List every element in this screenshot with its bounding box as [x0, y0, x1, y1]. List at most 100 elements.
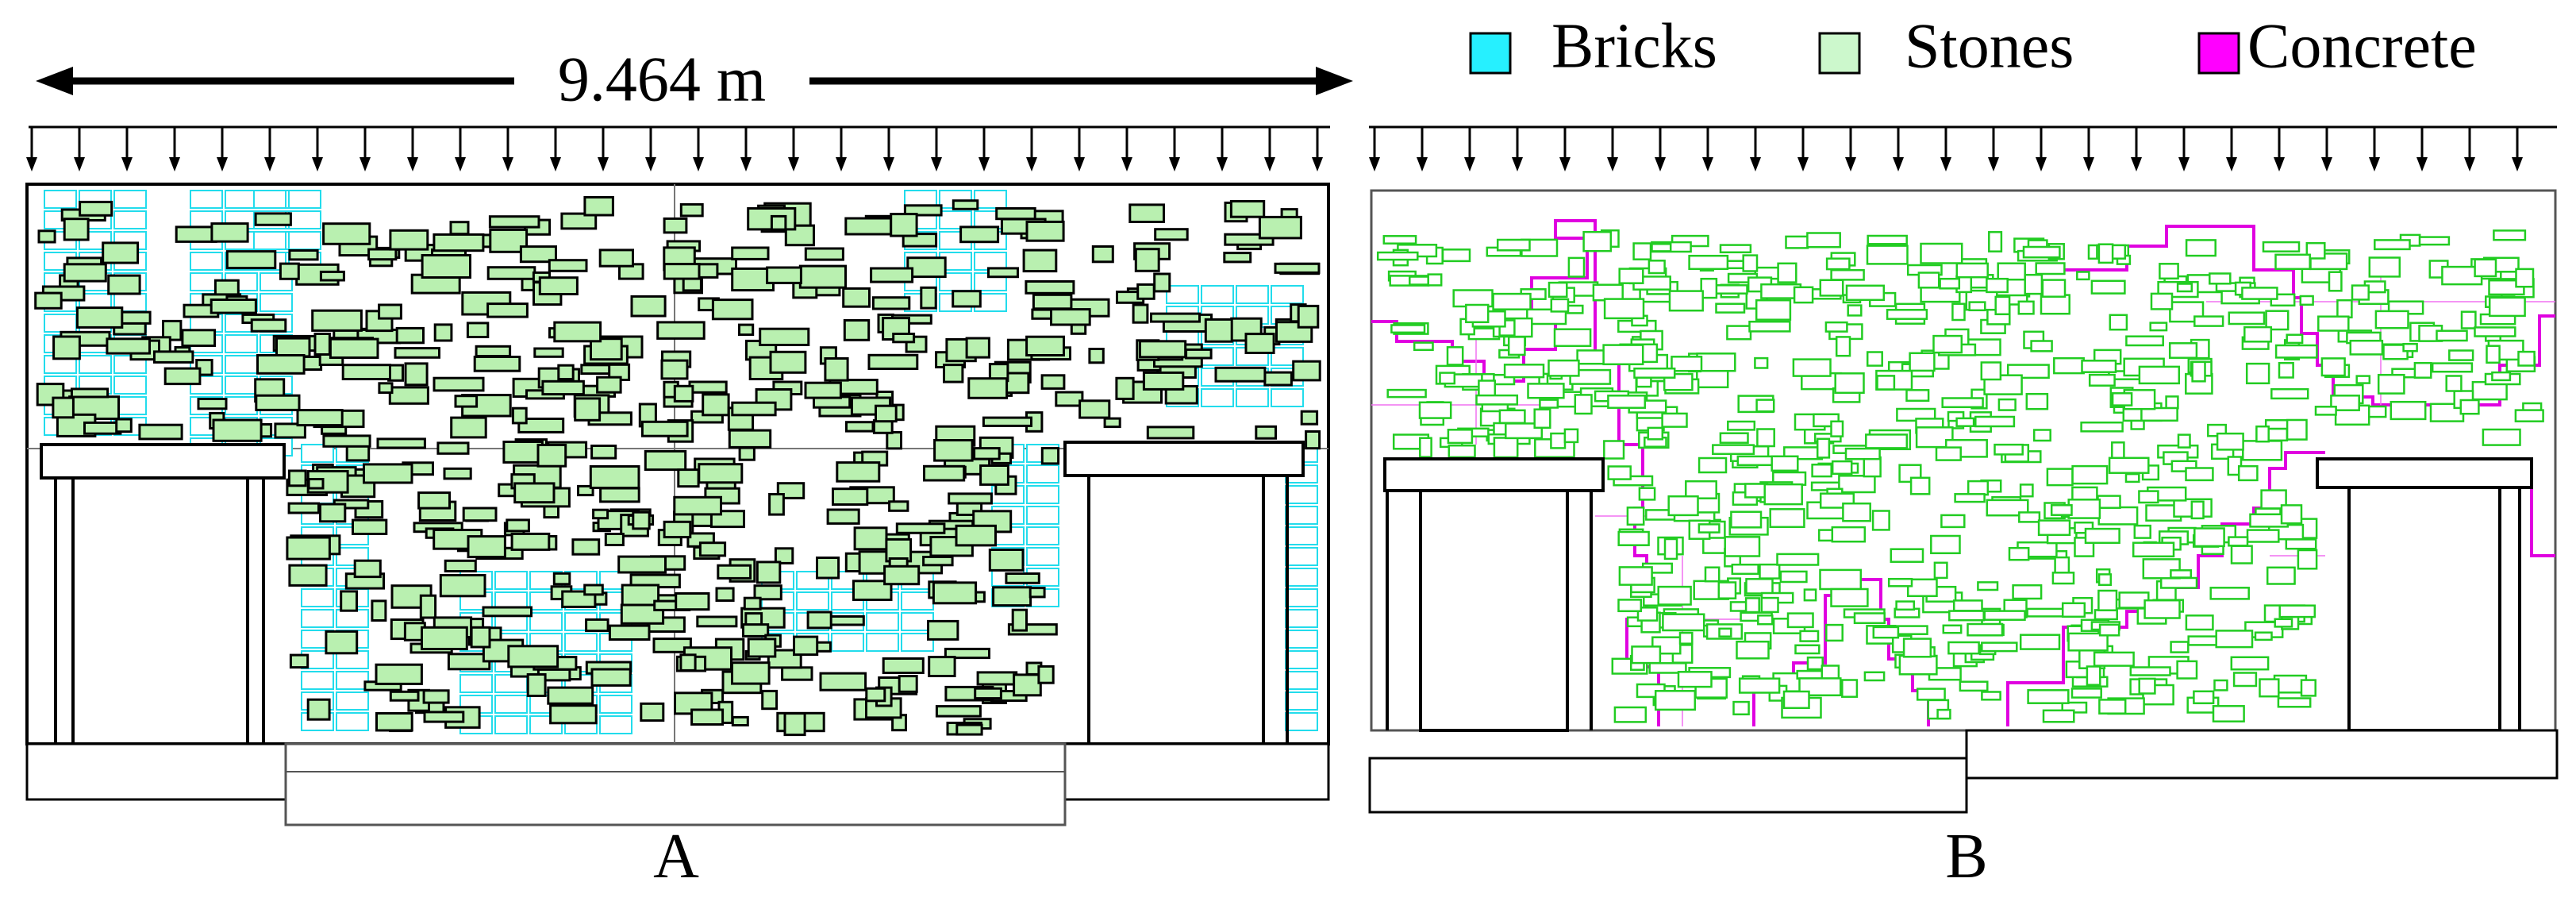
brick	[301, 671, 334, 690]
stone	[70, 387, 110, 399]
stone	[2070, 688, 2102, 699]
stone	[1603, 298, 1645, 320]
stone	[1779, 570, 1808, 584]
stone	[1697, 523, 1721, 534]
stone	[2305, 241, 2326, 260]
panel-b-right-lintel	[2316, 457, 2533, 489]
stone	[2024, 273, 2043, 295]
stone	[1947, 641, 1980, 655]
stone	[1025, 335, 1065, 357]
panel-b-left-void	[1419, 489, 1569, 732]
stone	[533, 347, 564, 358]
load-arrow-a-head	[883, 157, 894, 171]
stone	[1935, 446, 1962, 461]
brick	[939, 210, 972, 229]
stone	[102, 241, 140, 264]
stone	[2081, 360, 2117, 373]
stone	[2185, 614, 2214, 631]
stone	[2374, 310, 2409, 329]
stone	[2176, 283, 2193, 293]
stone	[1636, 607, 1659, 622]
stone	[1146, 426, 1195, 440]
stone	[677, 468, 700, 488]
stone	[1040, 374, 1066, 390]
stone	[769, 350, 807, 374]
load-arrows-b	[1369, 125, 2557, 171]
stone	[2025, 392, 2049, 410]
stone	[1613, 475, 1654, 487]
stone	[1755, 299, 1792, 321]
stone	[1909, 476, 1931, 495]
stone	[2138, 490, 2159, 504]
stone	[2474, 258, 2497, 278]
stone	[2491, 371, 2512, 382]
stone	[2149, 322, 2168, 332]
stone	[475, 345, 512, 357]
stone	[2046, 468, 2074, 487]
stone	[2090, 279, 2126, 295]
load-arrow-a-head	[1121, 157, 1132, 171]
brick	[79, 355, 112, 374]
stone	[1569, 368, 1612, 385]
brick	[529, 612, 563, 631]
stone	[1638, 487, 1656, 501]
stone	[2230, 545, 2253, 564]
stone	[1671, 356, 1703, 372]
stone	[2474, 326, 2516, 337]
stone	[1607, 395, 1647, 409]
stone	[1115, 376, 1135, 400]
panel-a-foundation-right	[1063, 742, 1330, 801]
legend-label-concrete: Concrete	[2247, 11, 2477, 81]
stone	[1576, 349, 1605, 365]
stone	[2317, 315, 2350, 332]
stone	[433, 323, 453, 342]
stone	[422, 689, 450, 704]
stone	[1831, 460, 1853, 476]
stone	[2517, 350, 2536, 367]
load-arrow-b-head	[1845, 157, 1856, 171]
stone	[353, 559, 382, 579]
stone	[1648, 662, 1687, 674]
stone	[1986, 277, 2009, 294]
stone	[2124, 472, 2140, 483]
stone	[2061, 602, 2086, 618]
stone	[2300, 679, 2316, 697]
stone	[1994, 443, 2024, 456]
stone	[621, 584, 660, 607]
stone	[2514, 409, 2544, 422]
stone	[1876, 375, 1896, 391]
stone	[1792, 358, 1832, 377]
load-arrow-a-head	[74, 157, 85, 171]
stone	[2515, 268, 2535, 288]
stone	[1496, 238, 1531, 252]
stone	[2170, 641, 2190, 653]
stone	[1940, 514, 1966, 529]
stone	[311, 309, 363, 332]
stone	[466, 322, 490, 338]
brick	[1026, 526, 1059, 545]
stone	[1567, 256, 1586, 278]
stone	[1574, 394, 1593, 415]
stone	[1418, 401, 1452, 419]
stone	[2280, 504, 2303, 525]
stone	[1258, 215, 1302, 240]
stone	[1718, 627, 1732, 638]
stone	[210, 299, 257, 314]
stone	[2493, 229, 2527, 241]
stone	[1763, 483, 1803, 506]
stone	[2040, 294, 2070, 315]
stone	[1841, 679, 1859, 698]
load-arrow-a-head	[455, 157, 466, 171]
stone	[604, 533, 625, 546]
stone	[1760, 596, 1779, 614]
stone	[759, 327, 810, 347]
stone	[421, 626, 468, 650]
panel-b-concrete-region-right-edge	[2530, 460, 2555, 557]
stone	[1711, 284, 1748, 295]
load-arrow-b-head	[1464, 157, 1475, 171]
stone	[867, 353, 919, 370]
stone	[548, 259, 588, 272]
load-arrows-a	[26, 125, 1330, 171]
stone	[2241, 287, 2278, 300]
stone	[1936, 708, 1951, 720]
